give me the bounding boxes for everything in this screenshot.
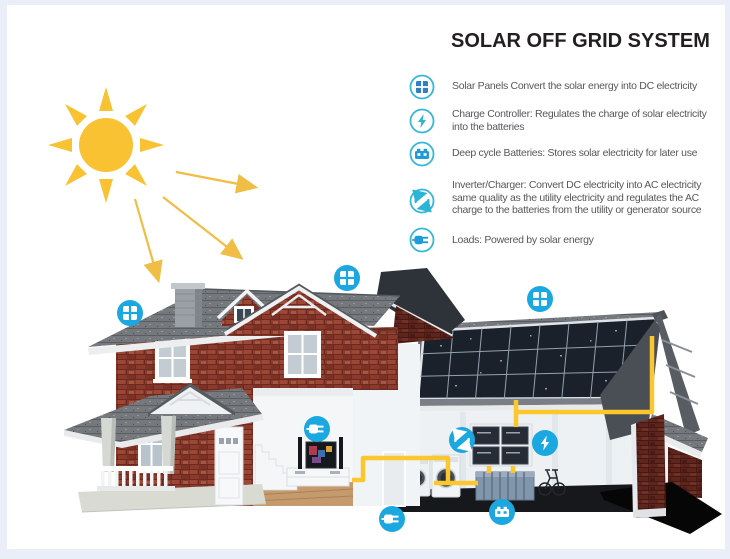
legend-item-text: Solar Panels Convert the solar energy in… (452, 80, 697, 92)
front-door (214, 426, 244, 506)
page-title: SOLAR OFF GRID SYSTEM (451, 30, 710, 52)
legend-item-text: Charge Controller: Regulates the charge … (452, 108, 707, 133)
markers (117, 265, 558, 532)
garage-corner (600, 414, 722, 534)
main-house (64, 283, 401, 513)
charge-controller-icon (409, 108, 435, 134)
solar-panels-icon (117, 300, 143, 326)
loads-plug-icon (304, 416, 330, 442)
sun-ray-arrows (133, 170, 259, 284)
loads-plug-icon (379, 506, 405, 532)
bicycle (538, 469, 566, 496)
charge-controller-icon (532, 430, 558, 456)
garage-building (394, 310, 700, 512)
gable-window (284, 331, 321, 378)
inverter-charger-icon (409, 188, 435, 214)
living-room (252, 388, 354, 506)
battery-bank (475, 471, 535, 501)
sun-icon (48, 87, 164, 203)
loads-icon (409, 227, 435, 253)
solar-panels-icon (334, 265, 360, 291)
legend-item-text: Inverter/Charger: Convert DC electricity… (452, 179, 702, 216)
legend-item-text: Deep cycle Batteries: Stores solar elect… (452, 147, 698, 159)
solar-panels-icon (527, 286, 553, 312)
porch-railing (97, 466, 175, 491)
solar-panels-icon (409, 74, 435, 100)
chimney (171, 283, 205, 327)
inverter-charger-icon (449, 427, 475, 453)
deep-cycle-batteries-icon (409, 141, 435, 167)
equipment-rack (469, 423, 533, 467)
battery-icon (489, 499, 515, 525)
legend-item-text: Loads: Powered by solar energy (452, 234, 594, 246)
tv (305, 441, 337, 469)
front-gable (223, 283, 378, 378)
wiring (352, 336, 655, 486)
legend-icons (409, 74, 435, 253)
